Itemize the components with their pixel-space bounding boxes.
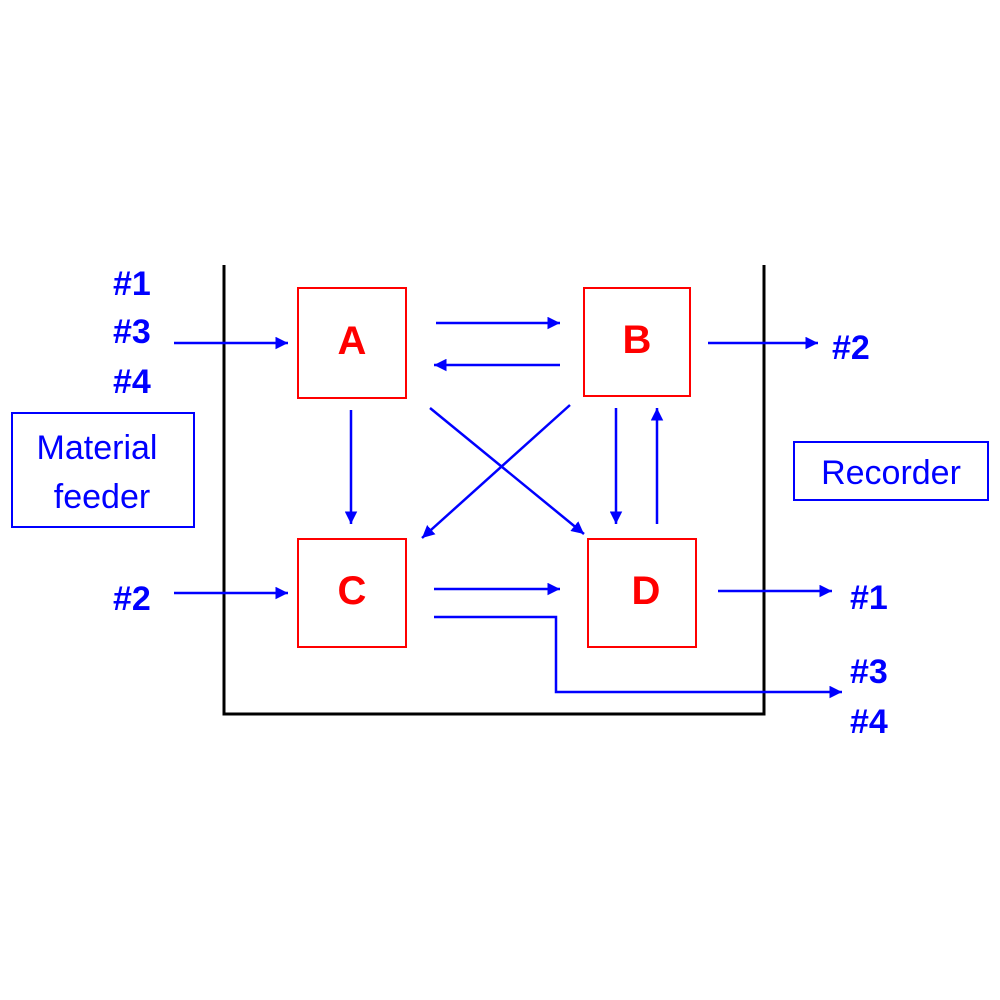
node-c-box xyxy=(297,538,407,648)
material-feeder: Material feeder xyxy=(11,412,195,528)
node-d: D xyxy=(587,538,697,648)
input-label-top-2: #3 xyxy=(113,313,151,351)
output-label-c-2: #4 xyxy=(850,703,888,741)
node-a: A xyxy=(297,287,407,399)
arrow-b-to-c xyxy=(421,404,571,539)
material-feeder-box xyxy=(11,412,195,528)
arrow-c-output xyxy=(434,615,842,699)
material-feeder-label-line1: Material xyxy=(37,429,158,467)
node-d-box xyxy=(587,538,697,648)
node-c: C xyxy=(297,538,407,648)
node-c-label: C xyxy=(338,569,367,613)
recorder: Recorder xyxy=(793,441,989,501)
node-a-label: A xyxy=(338,319,367,363)
arrow-a-to-d xyxy=(429,407,585,535)
material-feeder-label-line2: feeder xyxy=(54,478,150,516)
input-label-top-3: #4 xyxy=(113,363,151,401)
node-b-box xyxy=(583,287,691,397)
node-b-label: B xyxy=(623,318,652,362)
vessel-outline xyxy=(222,265,766,716)
node-a-box xyxy=(297,287,407,399)
output-label-b: #2 xyxy=(832,329,870,367)
recorder-label: Recorder xyxy=(821,454,961,492)
node-b: B xyxy=(583,287,691,397)
input-label-top-1: #1 xyxy=(113,265,151,303)
recorder-box xyxy=(793,441,989,501)
output-label-c-1: #3 xyxy=(850,653,888,691)
node-d-label: D xyxy=(632,569,661,613)
output-label-d: #1 xyxy=(850,579,888,617)
input-label-bottom: #2 xyxy=(113,580,151,618)
